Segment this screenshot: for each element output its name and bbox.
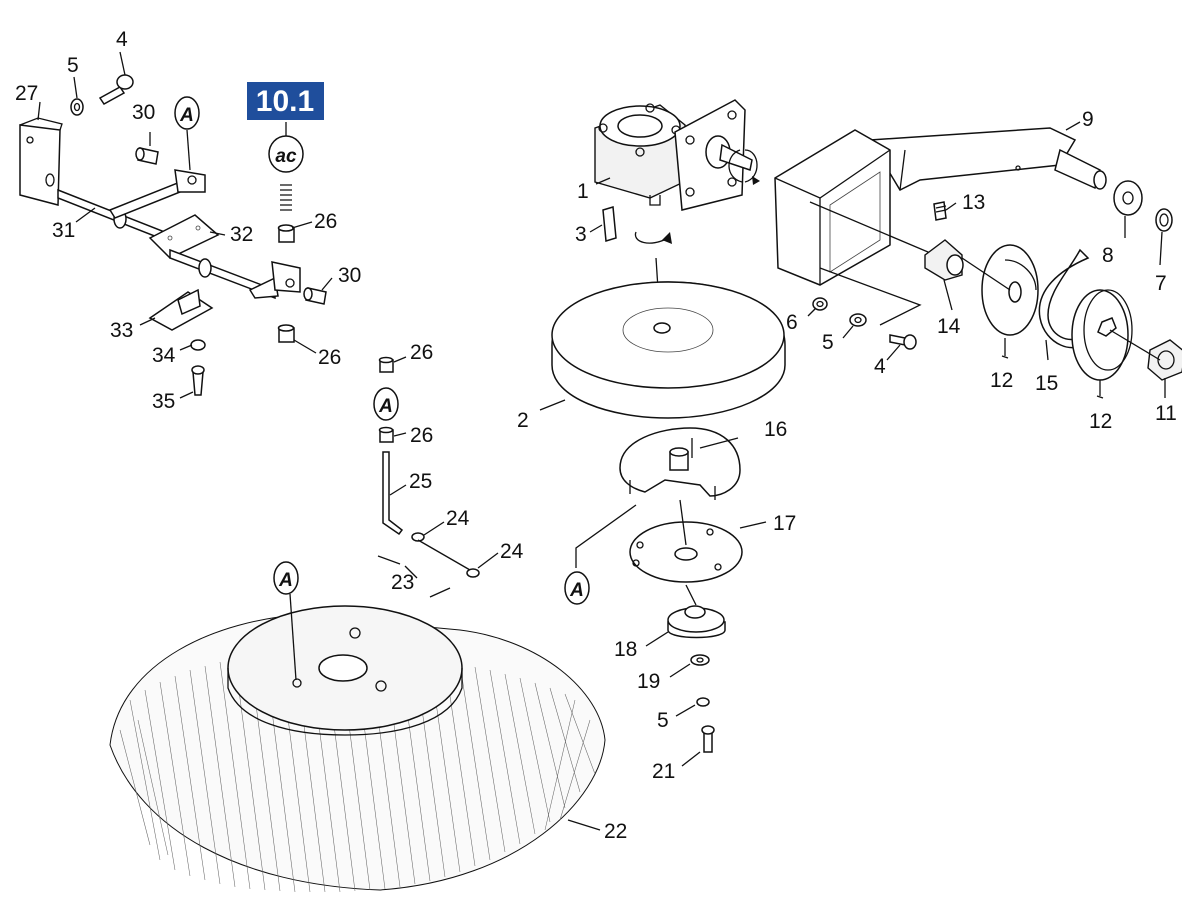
part-label-23: 23 <box>391 571 414 594</box>
side-brush: A <box>109 561 606 893</box>
gear-motor <box>589 99 760 321</box>
hub-stack <box>645 584 726 767</box>
part-label-1: 1 <box>577 180 589 203</box>
svg-text:A: A <box>278 570 293 591</box>
brush-arm <box>774 121 1107 326</box>
part-label-30-top: 30 <box>132 101 155 124</box>
part-label-17: 17 <box>773 512 796 535</box>
part-label-13: 13 <box>962 191 985 214</box>
part-label-4-right: 4 <box>874 355 886 378</box>
part-label-5-top: 5 <box>67 54 79 77</box>
part-label-25: 25 <box>409 470 432 493</box>
part-label-24-lower: 24 <box>500 540 524 563</box>
part-label-19: 19 <box>637 670 660 693</box>
part-labels: 1 2 3 4 4 5 5 5 6 7 8 9 11 12 12 13 14 1… <box>15 28 1177 843</box>
svg-text:ac: ac <box>275 146 297 167</box>
rod-assembly: A <box>373 356 499 598</box>
part-label-5-bottom: 5 <box>657 709 669 732</box>
bracket-assembly <box>19 51 333 399</box>
svg-text:A: A <box>179 105 194 126</box>
part-label-26-c: 26 <box>410 341 433 364</box>
part-label-6: 6 <box>786 311 798 334</box>
part-label-9: 9 <box>1082 108 1094 131</box>
side-parts <box>807 180 1182 399</box>
part-label-33: 33 <box>110 319 133 342</box>
part-label-11: 11 <box>1155 402 1177 425</box>
part-label-31: 31 <box>52 219 75 242</box>
section-badge-label: 10.1 <box>256 85 314 118</box>
part-label-26-a: 26 <box>314 210 337 233</box>
part-label-3: 3 <box>575 223 587 246</box>
part-label-26-d: 26 <box>410 424 433 447</box>
part-label-24-upper: 24 <box>446 507 470 530</box>
part-label-8: 8 <box>1102 244 1114 267</box>
part-label-34: 34 <box>152 344 176 367</box>
section-badge: 10.1 <box>247 82 324 120</box>
part-label-22: 22 <box>604 820 627 843</box>
part-label-15: 15 <box>1035 372 1058 395</box>
part-label-12-left: 12 <box>990 369 1013 392</box>
part-label-27: 27 <box>15 82 38 105</box>
part-label-7: 7 <box>1155 272 1167 295</box>
part-label-21: 21 <box>652 760 675 783</box>
drive-disc <box>629 499 767 583</box>
part-label-5-right: 5 <box>822 331 834 354</box>
part-label-32: 32 <box>230 223 253 246</box>
ref-badge-a-center: A <box>564 571 590 605</box>
part-label-35: 35 <box>152 390 175 413</box>
part-label-30-right: 30 <box>338 264 361 287</box>
brush-cover <box>539 281 786 419</box>
part-label-26-b: 26 <box>318 346 341 369</box>
part-label-4-top: 4 <box>116 28 128 51</box>
part-label-14: 14 <box>937 315 961 338</box>
part-label-16: 16 <box>764 418 787 441</box>
svg-text:A: A <box>569 580 584 601</box>
drive-plate <box>575 427 741 568</box>
part-label-18: 18 <box>614 638 637 661</box>
ref-badge-a: A <box>174 96 200 171</box>
svg-text:A: A <box>378 396 393 417</box>
ref-badge-ac: ac <box>268 122 304 173</box>
part-label-12-right: 12 <box>1089 410 1112 433</box>
part-label-2: 2 <box>517 409 529 432</box>
